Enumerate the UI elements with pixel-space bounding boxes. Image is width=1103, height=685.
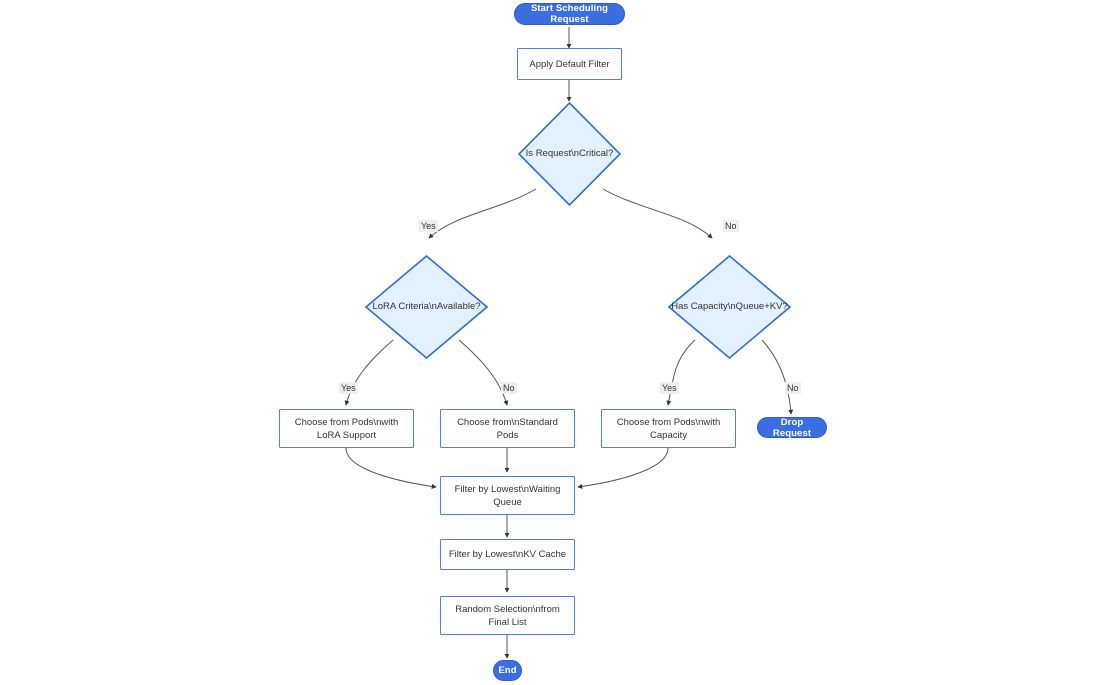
node-has-capacity-queue-kv[interactable]: Has Capacity\nQueue+KV? [668,255,791,359]
node-choose-pods-with-capacity-label: Choose from Pods\nwith Capacity [616,416,721,441]
diamond-shape [668,255,791,359]
node-apply-default-filter[interactable]: Apply Default Filter [517,48,622,80]
node-choose-pods-with-capacity[interactable]: Choose from Pods\nwith Capacity [601,409,736,448]
edge-choose-capacity-to-filter-queue [577,447,669,489]
node-lora-criteria-available[interactable]: LoRA Criteria\nAvailable? [365,255,488,359]
node-filter-by-lowest-waiting-queue[interactable]: Filter by Lowest\nWaiting Queue [440,476,575,515]
edge-label-is-critical-no: No [723,220,739,232]
node-is-request-critical[interactable]: Is Request\nCritical? [518,102,621,206]
node-start-label: Start Scheduling Request [530,3,609,25]
node-start[interactable]: Start Scheduling Request [514,3,625,25]
edge-label-is-critical-yes: Yes [419,220,438,232]
node-lora-criteria-available-label: LoRA Criteria\nAvailable? [372,301,481,312]
node-filter-by-lowest-waiting-queue-label: Filter by Lowest\nWaiting Queue [454,483,561,508]
node-choose-standard-pods-label: Choose from\nStandard Pods [457,416,558,441]
edge-label-capacity-no: No [785,382,801,394]
node-end-label: End [498,665,517,676]
node-choose-standard-pods[interactable]: Choose from\nStandard Pods [440,409,575,448]
edge-label-lora-no: No [501,382,517,394]
node-choose-pods-with-lora-support-label: Choose from Pods\nwith LoRA Support [294,416,399,441]
node-end[interactable]: End [493,660,522,681]
node-apply-default-filter-label: Apply Default Filter [529,58,610,70]
edge-choose-lora-to-filter-queue [345,447,437,489]
node-filter-by-lowest-kv-cache[interactable]: Filter by Lowest\nKV Cache [440,539,575,570]
node-random-selection-from-final-list-label: Random Selection\nfrom Final List [455,603,560,628]
node-has-capacity-queue-kv-label: Has Capacity\nQueue+KV? [671,301,788,312]
node-random-selection-from-final-list[interactable]: Random Selection\nfrom Final List [440,596,575,635]
node-drop-request-label: Drop Request [772,416,812,439]
diamond-shape [365,255,488,359]
node-choose-pods-with-lora-support[interactable]: Choose from Pods\nwith LoRA Support [279,409,414,448]
node-drop-request[interactable]: Drop Request [757,416,827,439]
node-filter-by-lowest-kv-cache-label: Filter by Lowest\nKV Cache [448,549,567,560]
edge-label-lora-yes: Yes [339,382,358,394]
diamond-shape [518,102,621,206]
node-is-request-critical-label: Is Request\nCritical? [525,148,614,159]
edge-label-capacity-yes: Yes [660,382,679,394]
